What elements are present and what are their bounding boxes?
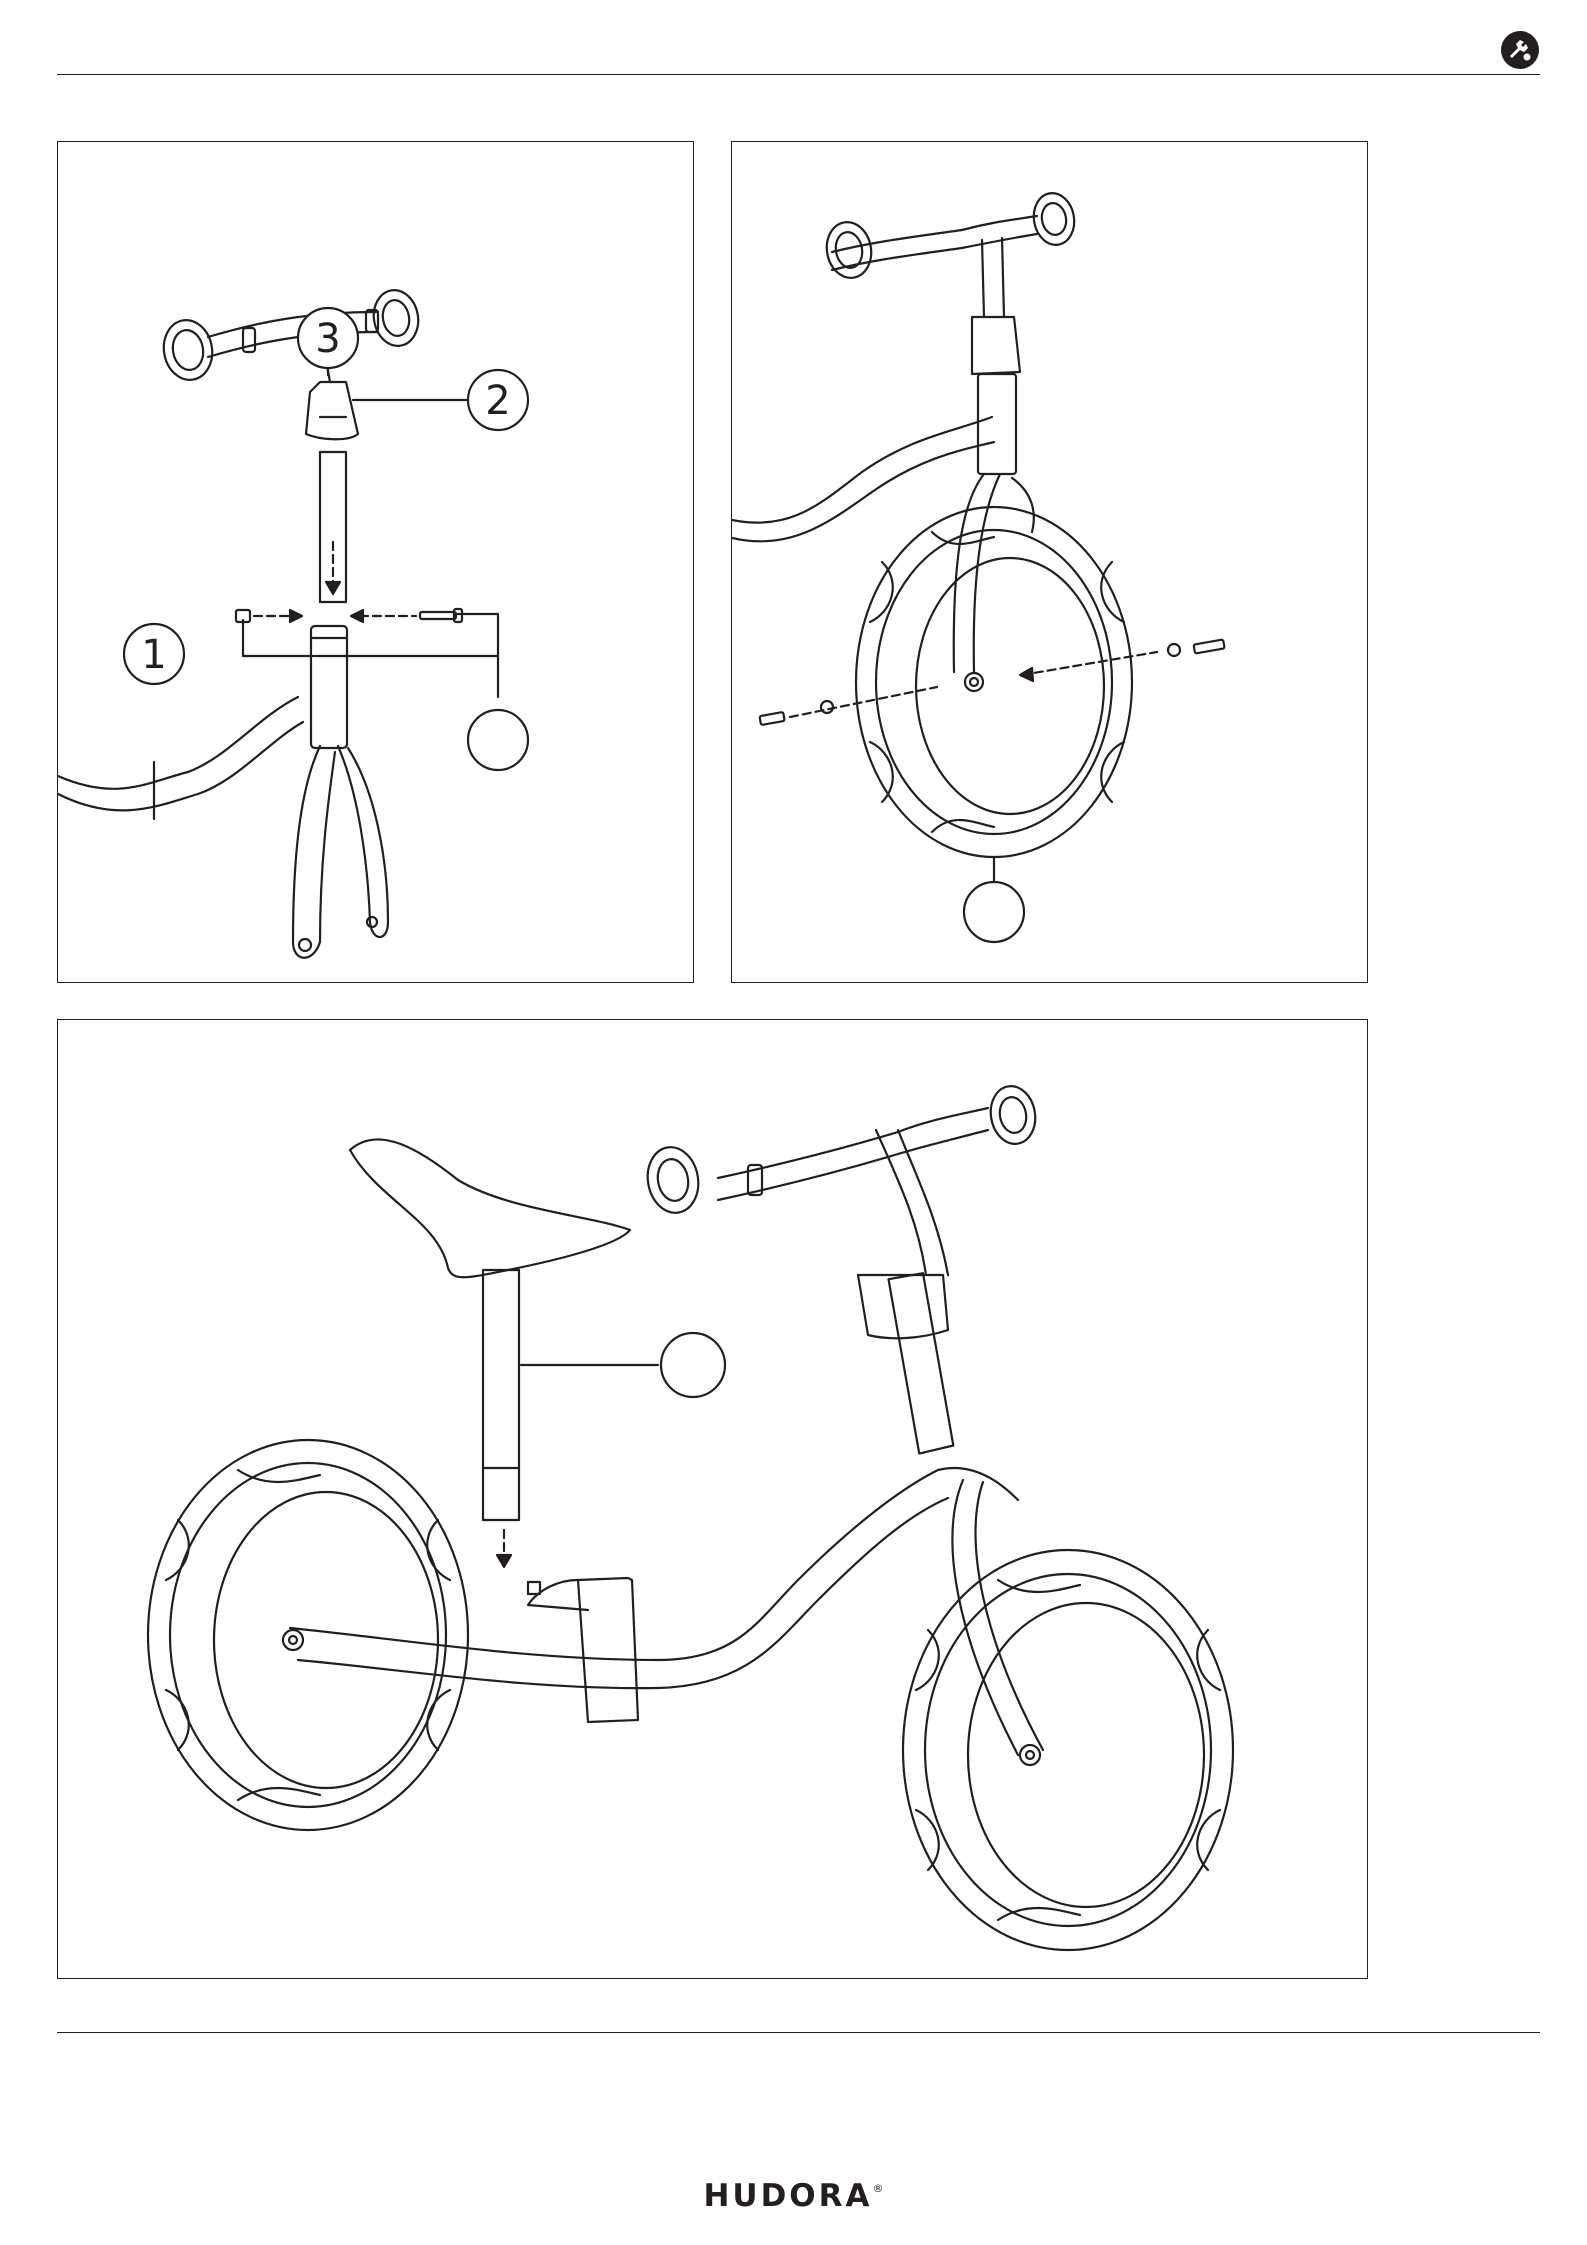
brand-logo: HUDORA® [0, 2178, 1587, 2214]
panel-handlebar-assembly: 3 2 1 [57, 141, 694, 983]
callout-2: 2 [468, 370, 528, 430]
callout-3: 3 [298, 308, 358, 368]
panel-front-wheel-assembly [731, 141, 1368, 983]
panel-seat-assembly [57, 1019, 1368, 1979]
assembly-tool-icon [1500, 30, 1540, 70]
callout-empty [661, 1333, 725, 1397]
svg-text:3: 3 [315, 316, 340, 362]
svg-text:1: 1 [141, 632, 166, 678]
registered-mark: ® [873, 2182, 884, 2195]
callout-empty [468, 710, 528, 770]
svg-text:2: 2 [485, 378, 510, 424]
brand-name: HUDORA [703, 2178, 872, 2214]
footer-rule [57, 2032, 1540, 2033]
callout-1: 1 [124, 624, 184, 684]
callout-empty [964, 882, 1024, 942]
header-rule [57, 74, 1540, 75]
